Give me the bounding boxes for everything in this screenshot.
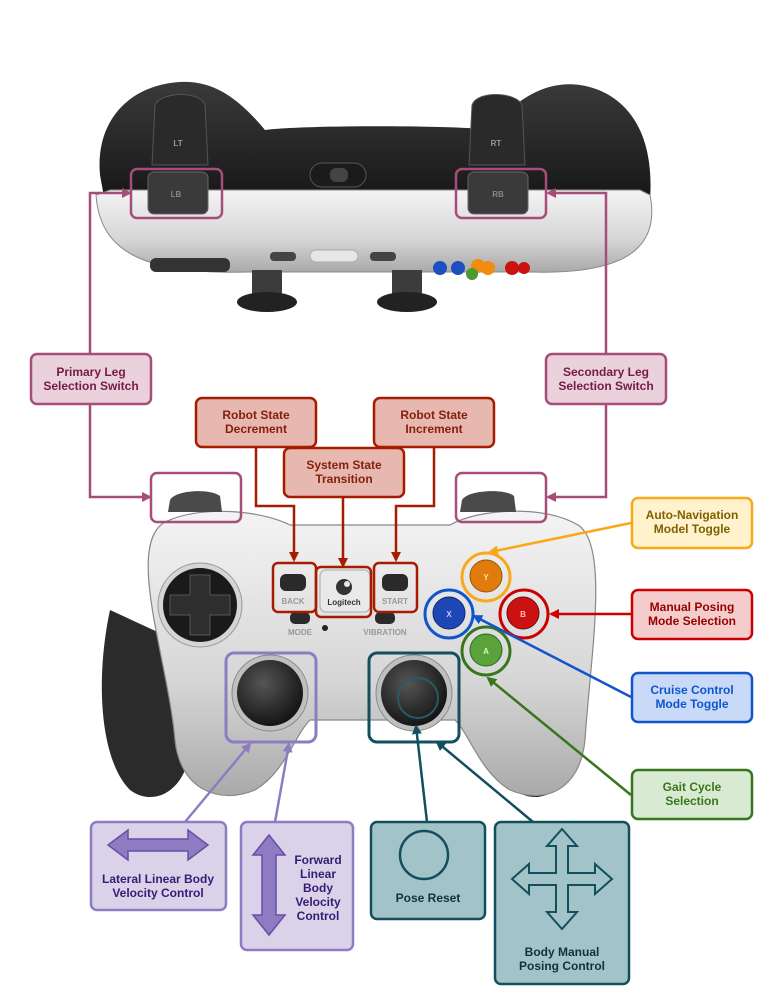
controller-top-view: LT RT LB RB <box>95 81 653 312</box>
label-cruise-control: Cruise Control Mode Toggle <box>630 671 754 724</box>
system-transition-line2: Transition <box>315 472 372 486</box>
vertical-arrow-icon <box>251 833 287 937</box>
forward-line4: Velocity <box>295 895 341 909</box>
rb-label: RB <box>492 190 504 199</box>
label-state-increment: Robot State Increment <box>372 396 496 449</box>
horizontal-arrow-icon <box>106 828 210 862</box>
forward-line3: Body <box>303 881 333 895</box>
x-letter: X <box>446 610 452 619</box>
connectors <box>88 188 632 823</box>
secondary-leg-line2: Selection Switch <box>558 379 653 393</box>
state-increment-line2: Increment <box>405 422 462 436</box>
rb-button <box>467 171 529 215</box>
label-primary-leg: Primary Leg Selection Switch <box>29 352 153 406</box>
start-label: START <box>382 597 408 606</box>
auto-nav-line2: Model Toggle <box>654 522 731 536</box>
lateral-line1: Lateral Linear Body <box>102 872 214 886</box>
system-transition-line1: System State <box>306 458 382 472</box>
lb-label: LB <box>171 190 182 199</box>
highlights <box>129 167 550 744</box>
gait-line2: Selection <box>665 794 718 808</box>
forward-line2: Linear <box>300 867 336 881</box>
a-letter: A <box>483 647 489 656</box>
label-gait-cycle: Gait Cycle Selection <box>630 768 754 821</box>
b-letter: B <box>520 610 526 619</box>
label-auto-navigation: Auto-Navigation Model Toggle <box>630 496 754 550</box>
y-letter: Y <box>483 573 489 582</box>
cruise-line1: Cruise Control <box>650 683 733 697</box>
label-manual-posing: Manual Posing Mode Selection <box>630 588 754 641</box>
label-state-decrement: Robot State Decrement <box>194 396 318 449</box>
y-highlight <box>460 551 512 603</box>
gait-line1: Gait Cycle <box>663 780 722 794</box>
body-manual-line1: Body Manual <box>525 945 600 959</box>
pose-reset-text: Pose Reset <box>396 891 461 905</box>
b-highlight <box>498 588 550 640</box>
lt-label: LT <box>173 139 182 148</box>
left-stick-highlight <box>224 651 318 744</box>
state-decrement-line2: Decrement <box>225 422 287 436</box>
auto-nav-line1: Auto-Navigation <box>646 508 739 522</box>
rt-label: RT <box>491 139 502 148</box>
forward-line5: Control <box>297 909 340 923</box>
start-highlight <box>372 561 419 614</box>
label-lateral-velocity: Lateral Linear Body Velocity Control <box>89 820 228 912</box>
label-forward-velocity: Forward Linear Body Velocity Control <box>239 820 355 952</box>
body-manual-line2: Posing Control <box>519 959 605 973</box>
lateral-line2: Velocity Control <box>112 886 203 900</box>
state-increment-line1: Robot State <box>400 408 468 422</box>
label-system-transition: System State Transition <box>282 446 406 499</box>
forward-line1: Forward <box>294 853 341 867</box>
mode-label: MODE <box>288 628 313 637</box>
a-highlight <box>460 625 512 677</box>
manual-posing-line2: Mode Selection <box>648 614 736 628</box>
cruise-line2: Mode Toggle <box>655 697 728 711</box>
label-pose-reset: Pose Reset <box>369 820 487 921</box>
manual-posing-line1: Manual Posing <box>650 600 735 614</box>
right-stick-highlight <box>367 651 461 744</box>
circle-icon <box>398 829 450 881</box>
logitech-logo: Logitech <box>327 598 360 607</box>
label-body-manual-posing: Body Manual Posing Control <box>493 820 631 986</box>
primary-leg-line2: Selection Switch <box>43 379 138 393</box>
secondary-leg-line1: Secondary Leg <box>563 365 649 379</box>
move-arrows-icon <box>510 827 614 931</box>
back-label: BACK <box>281 597 304 606</box>
lb-button <box>147 171 209 215</box>
primary-leg-line1: Primary Leg <box>56 365 125 379</box>
x-highlight <box>423 588 475 640</box>
state-decrement-line1: Robot State <box>222 408 290 422</box>
label-secondary-leg: Secondary Leg Selection Switch <box>544 352 668 406</box>
vibration-label: VIBRATION <box>363 628 407 637</box>
controller-front-view: BACK START MODE VIBRATION Logitech Y X B… <box>101 491 597 798</box>
